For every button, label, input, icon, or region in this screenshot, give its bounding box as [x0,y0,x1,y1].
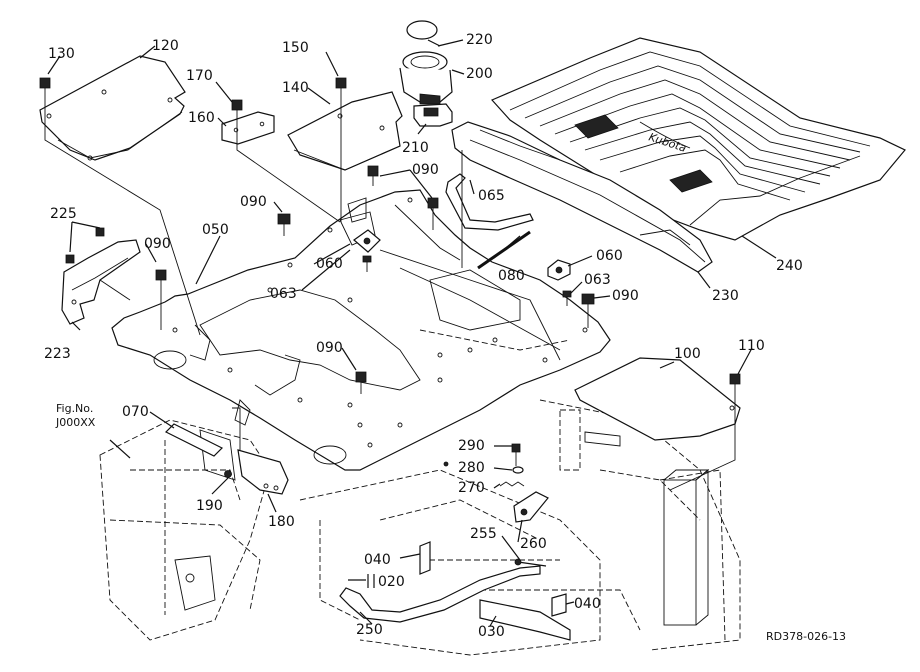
part-070-block [164,423,224,457]
part-060-washer-left [353,229,381,253]
label-210: 210 [402,140,429,156]
label-140: 140 [282,80,309,96]
part-223-side-bracket [61,239,141,325]
part-030-stay [479,599,571,641]
part-250-hose [339,565,541,623]
label-280: 280 [458,460,485,476]
label-090-right: 090 [612,288,639,304]
part-200-boot [399,51,453,105]
label-090-lower: 090 [316,340,343,356]
label-120: 120 [152,38,179,54]
label-150: 150 [282,40,309,56]
label-050: 050 [202,222,229,238]
leader-lines [44,39,777,627]
label-030: 030 [478,624,505,640]
part-270-spring [443,461,525,487]
label-090-left: 090 [144,236,171,252]
part-260-pedal [513,491,549,523]
label-180: 180 [268,514,295,530]
label-090-mid: 090 [240,194,267,210]
label-040-right: 040 [574,596,601,612]
label-100: 100 [674,346,701,362]
figure-ref-line2: J000XX [55,416,96,429]
label-060-right: 060 [596,248,623,264]
label-063-right: 063 [584,272,611,288]
part-180-bracket [224,407,289,495]
figure-ref-line1: Fig.No. [56,402,93,415]
label-065: 065 [478,188,505,204]
part-labels: 220 130 120 150 200 170 140 160 210 090 … [44,32,846,643]
part-290-bolt [511,443,521,466]
label-090-top: 090 [412,162,439,178]
label-200: 200 [466,66,493,82]
label-130: 130 [48,46,75,62]
label-230: 230 [712,288,739,304]
label-190: 190 [196,498,223,514]
part-040-bushing-right [551,593,567,617]
label-290: 290 [458,438,485,454]
part-100-cover [574,357,741,441]
label-170: 170 [186,68,213,84]
part-240-floor-mat: Kubota [490,37,906,241]
part-040-bushing-left [419,541,431,575]
label-040-left: 040 [364,552,391,568]
part-210-seal [413,103,453,127]
part-020-shim [367,574,375,588]
label-080: 080 [498,268,525,284]
part-050-floor-plate [111,189,611,471]
drawing-id: RD378-026-13 [766,630,846,643]
label-255: 255 [470,526,497,542]
label-160: 160 [188,110,215,126]
label-225: 225 [50,206,77,222]
part-230-channel [451,121,713,273]
label-063-left: 063 [270,286,297,302]
label-070: 070 [122,404,149,420]
part-120-cover-panel [39,55,186,161]
part-160-bracket [221,111,275,145]
label-020: 020 [378,574,405,590]
label-270: 270 [458,480,485,496]
part-220-band [406,20,441,47]
label-110: 110 [738,338,765,354]
part-140-cover [287,91,403,171]
part-060-washer-right [547,259,571,281]
bolt-set [39,77,741,396]
part-255-pin [514,558,547,567]
label-223: 223 [44,346,71,362]
label-240: 240 [776,258,803,274]
label-250: 250 [356,622,383,638]
label-260: 260 [520,536,547,552]
label-220: 220 [466,32,493,48]
label-060-left: 060 [316,256,343,272]
part-280-washer [512,466,524,474]
